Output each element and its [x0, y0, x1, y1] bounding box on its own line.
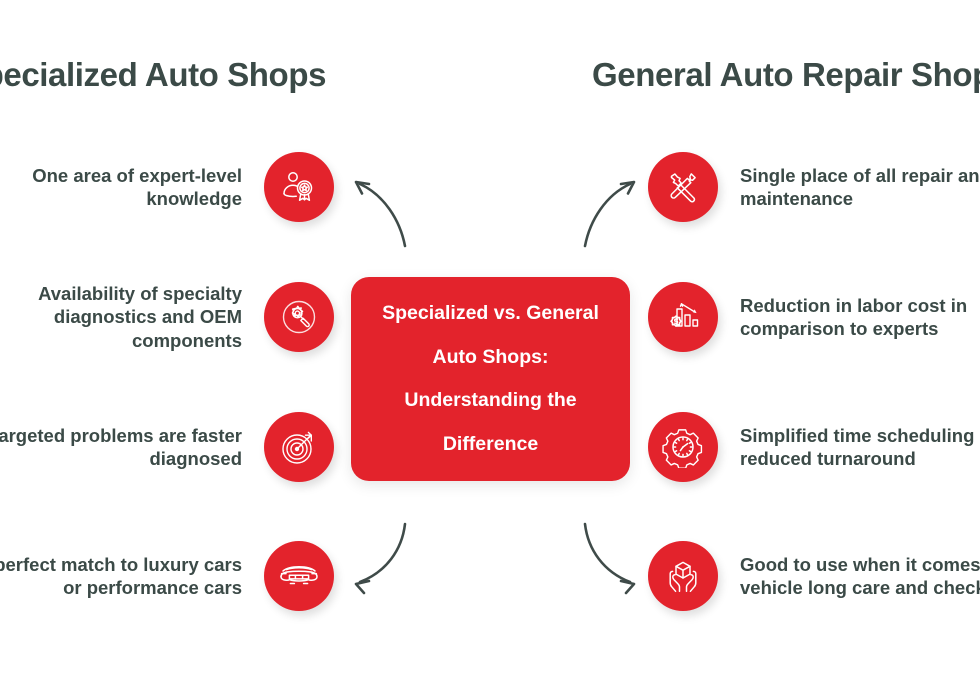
list-item: Targeted problems are faster diagnosed [0, 401, 334, 493]
center-title-card: Specialized vs. General Auto Shops: Unde… [351, 277, 630, 481]
right-item-1-label: Single place of all repair and maintenan… [740, 164, 980, 209]
left-item-4-label: The perfect match to luxury cars or perf… [0, 553, 242, 598]
target-arrow-icon [264, 412, 334, 482]
list-item: Availability of specialty diagnostics an… [0, 271, 334, 363]
left-item-1-label: One area of expert-level knowledge [32, 164, 242, 209]
cost-down-chart-icon [648, 282, 718, 352]
arrow-bottom-left [348, 520, 418, 600]
list-item: One area of expert-level knowledge [0, 141, 334, 233]
left-item-3-label: Targeted problems are faster diagnosed [0, 424, 242, 469]
crossed-tools-icon [648, 152, 718, 222]
right-column-heading: General Auto Repair Shops [592, 56, 980, 93]
list-item: Reduction in labor cost in comparison to… [648, 271, 980, 363]
gear-clock-icon [648, 412, 718, 482]
center-title-line-1: Specialized vs. General [382, 302, 599, 324]
right-item-4-label: Good to use when it comes to vehicle lon… [740, 553, 980, 598]
arrow-bottom-right [572, 520, 642, 600]
right-item-3-label: Simplified time scheduling and reduced t… [740, 424, 980, 469]
list-item: Simplified time scheduling and reduced t… [648, 401, 980, 493]
list-item: Single place of all repair and maintenan… [648, 141, 980, 233]
center-title-line-3: Understanding the [404, 389, 577, 411]
arrow-top-left [348, 170, 418, 250]
left-column-heading: Specialized Auto Shops [0, 56, 327, 93]
right-item-2-label: Reduction in labor cost in comparison to… [740, 294, 968, 339]
left-item-2-label: Availability of specialty diagnostics an… [38, 283, 242, 351]
magnifier-gear-icon [264, 282, 334, 352]
list-item: The perfect match to luxury cars or perf… [0, 530, 334, 622]
center-title-line-4: Difference [442, 432, 539, 455]
arrow-top-right [572, 170, 642, 250]
center-title-line-2: Auto Shops: [432, 345, 549, 368]
person-award-icon [264, 152, 334, 222]
list-item: Good to use when it comes to vehicle lon… [648, 530, 980, 622]
hands-box-icon [648, 541, 718, 611]
sports-car-icon [264, 541, 334, 611]
